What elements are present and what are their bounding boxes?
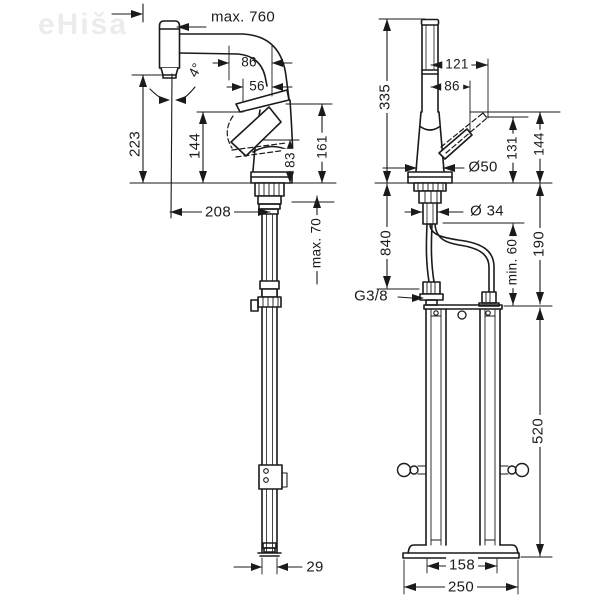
dim-label-min-clearance: min. 60 (504, 235, 520, 289)
dim-label-connection-height: 190 (530, 228, 548, 260)
dim-label-offset-56: 56 (249, 78, 265, 94)
dim-label-handle-reach: 121 (442, 56, 472, 72)
dim-label-rail-spacing: 158 (446, 556, 478, 574)
dim-label-max-pullout: max. 760 (210, 8, 276, 26)
dim-label-offset-86: 86 (241, 54, 257, 70)
right-view-dimensions (376, 18, 561, 595)
dim-label-base-width: 250 (445, 578, 477, 596)
shop-watermark: eHiša (38, 8, 129, 41)
dim-label-counter-thickness: max. 70 (308, 214, 324, 272)
dim-label-box-depth: 29 (306, 558, 324, 576)
dim-label-spout-reach: 208 (202, 203, 234, 221)
dim-label-thread-size: G3/8 (354, 287, 388, 305)
left-view-dimensions (111, 3, 335, 575)
dim-label-lever-height: 83 (282, 149, 298, 171)
dim-label-body-diameter: Ø50 (468, 158, 498, 176)
dim-label-hose-length: 840 (377, 227, 395, 259)
dim-label-height-144: 144 (531, 129, 547, 159)
dim-label-total-height: 335 (376, 81, 394, 113)
dim-label-shank-diameter: Ø 34 (470, 202, 504, 220)
dim-label-box-height: 520 (529, 415, 547, 447)
dim-label-height-131: 131 (504, 133, 520, 163)
dim-label-handle-offset: 86 (441, 78, 463, 94)
dim-label-handle-height: 161 (314, 132, 330, 162)
dim-label-spout-height: 144 (186, 133, 204, 159)
right-view-drawing (374, 18, 530, 559)
dim-label-outlet-height: 223 (126, 131, 144, 157)
